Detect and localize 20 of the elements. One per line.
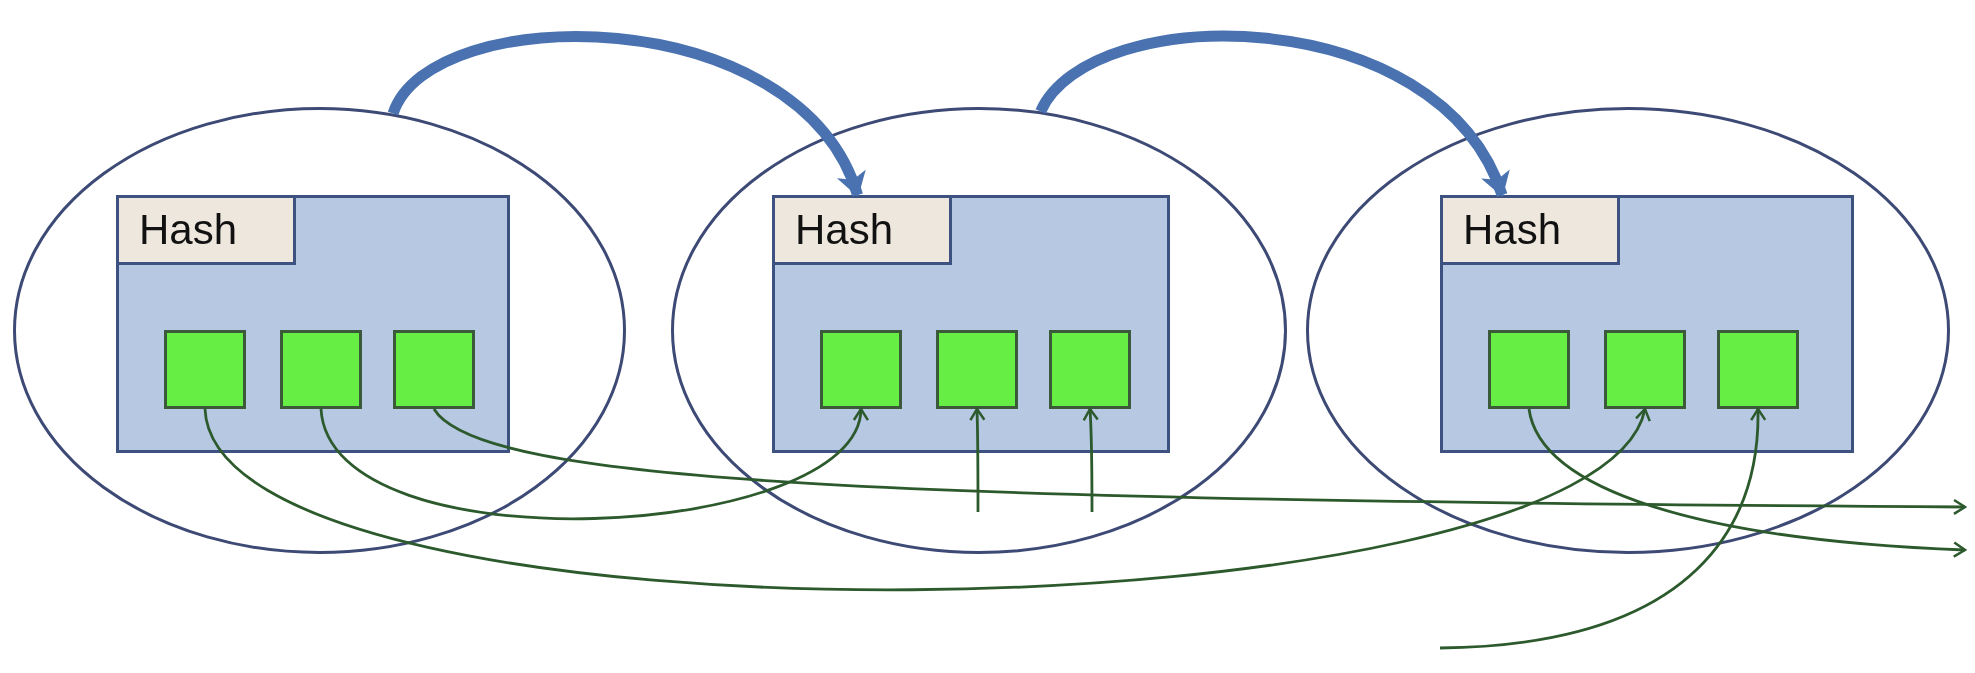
slot-square xyxy=(1717,330,1799,409)
slot-square xyxy=(820,330,902,409)
slot-square xyxy=(936,330,1018,409)
slot-square xyxy=(280,330,362,409)
hash-table-box xyxy=(1440,195,1854,453)
slot-square xyxy=(1604,330,1686,409)
hash-table-box xyxy=(116,195,510,453)
thick-arrow xyxy=(1036,30,1508,198)
slot-square xyxy=(1488,330,1570,409)
table-label: Hash xyxy=(1440,195,1620,265)
table-label: Hash xyxy=(116,195,296,265)
hash-table-box xyxy=(772,195,1170,453)
group-ellipse xyxy=(1306,107,1950,554)
table-label: Hash xyxy=(772,195,952,265)
group-ellipse xyxy=(13,107,626,554)
slot-square xyxy=(1049,330,1131,409)
thick-arrow xyxy=(388,31,863,198)
arrow xyxy=(1527,408,1967,558)
slot-square xyxy=(164,330,246,409)
slot-square xyxy=(393,330,475,409)
